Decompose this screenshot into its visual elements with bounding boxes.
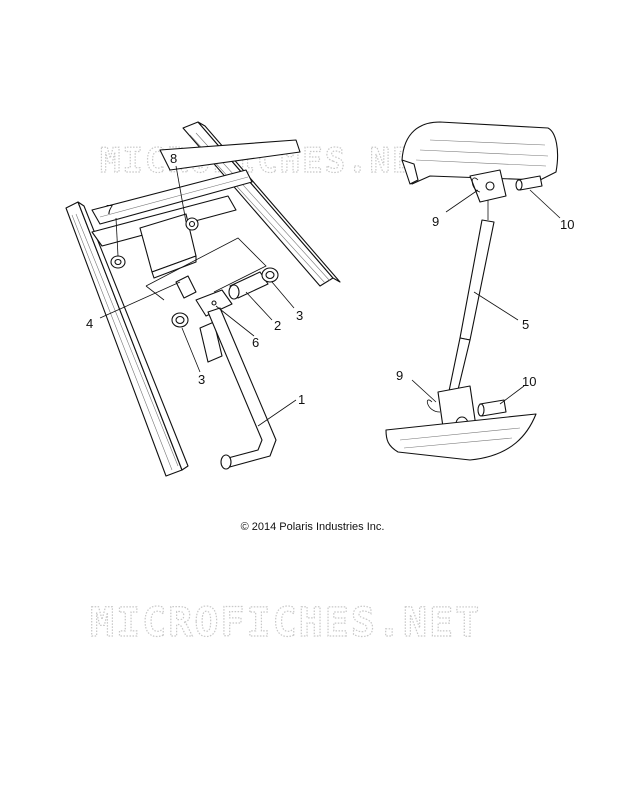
callout-4: 4	[86, 316, 93, 331]
copyright-notice: © 2014 Polaris Industries Inc.	[240, 521, 385, 533]
callout-8: 8	[170, 151, 177, 166]
callout-1: 1	[298, 392, 305, 407]
callout-10-lower: 10	[522, 374, 536, 389]
callout-3-right: 3	[296, 308, 303, 323]
callout-6: 6	[252, 335, 259, 350]
pedal-assembly	[171, 267, 279, 470]
leader-lines	[99, 165, 561, 427]
callout-2: 2	[274, 318, 281, 333]
watermark-bottom: MICROFICHES.NET	[90, 600, 481, 646]
callout-9-upper: 9	[432, 214, 439, 229]
callout-5: 5	[522, 317, 529, 332]
callout-9-lower: 9	[396, 368, 403, 383]
frame-assembly	[65, 121, 341, 477]
strut-assembly	[385, 121, 559, 461]
callout-10-upper: 10	[560, 217, 574, 232]
callout-7: 7	[106, 202, 113, 217]
callout-3-left: 3	[198, 372, 205, 387]
